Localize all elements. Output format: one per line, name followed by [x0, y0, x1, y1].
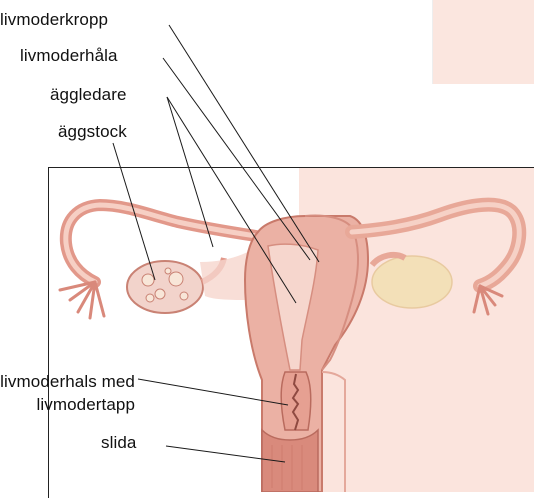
left-fimbriae: [60, 282, 104, 318]
label-slida: slida: [101, 433, 136, 453]
label-livmoderhals-line1: livmoderhals med: [0, 372, 135, 392]
right-ovary: [372, 256, 452, 308]
vagina: [262, 430, 318, 492]
label-aggstock: äggstock: [58, 122, 127, 142]
label-livmoderkropp: livmoderkropp: [0, 10, 108, 30]
left-ovary: [127, 261, 203, 313]
label-aggledare: äggledare: [50, 85, 127, 105]
label-livmoderhals-line2: livmodertapp: [36, 395, 135, 415]
label-livmoderhala: livmoderhåla: [20, 46, 118, 66]
